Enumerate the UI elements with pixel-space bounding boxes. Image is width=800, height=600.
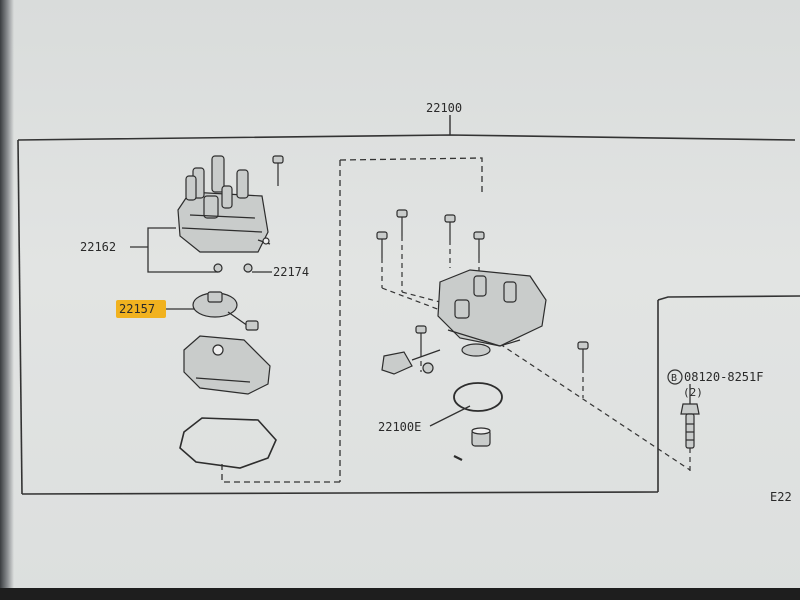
housing-dashed-outline	[339, 157, 483, 196]
next-page-label: E22	[770, 490, 792, 504]
assembly-frame	[17, 134, 796, 141]
cap-bracket	[147, 227, 218, 273]
cap-screw-label: 22174	[273, 265, 309, 279]
rotor-label-highlight	[116, 300, 166, 318]
side-panel-frame	[657, 295, 800, 301]
bolt-qty-label: (2)	[683, 386, 703, 399]
rotor-icon	[192, 291, 259, 331]
housing-label: 22100E	[378, 420, 421, 434]
distributor-cap-icon	[177, 155, 271, 253]
bolt-part-label: 08120-8251F	[684, 370, 763, 384]
coupling-icon	[453, 427, 491, 461]
housing-bolts-icon	[376, 209, 589, 368]
bolt-circle-letter: B	[671, 373, 677, 384]
inner-cover-icon	[183, 335, 271, 395]
taskbar	[0, 588, 800, 600]
rotor-label: 22157	[119, 302, 155, 316]
screw-icon	[213, 155, 284, 273]
housing-leader	[429, 405, 471, 427]
gasket-icon	[179, 417, 277, 469]
monitor-bezel-edge	[0, 0, 14, 588]
bolt-circle-badge	[667, 369, 683, 385]
o-ring-icon	[453, 382, 503, 412]
assembly-frame-bottom	[21, 491, 659, 495]
gasket-dashed-link	[221, 460, 340, 483]
assembly-frame-left	[17, 139, 23, 495]
distributor-housing-icon	[381, 269, 547, 375]
cap-label: 22162	[80, 240, 116, 254]
flange-bolt-icon	[680, 403, 700, 449]
housing-dashed-leaders	[381, 236, 691, 471]
assembly-label: 22100	[426, 101, 462, 115]
